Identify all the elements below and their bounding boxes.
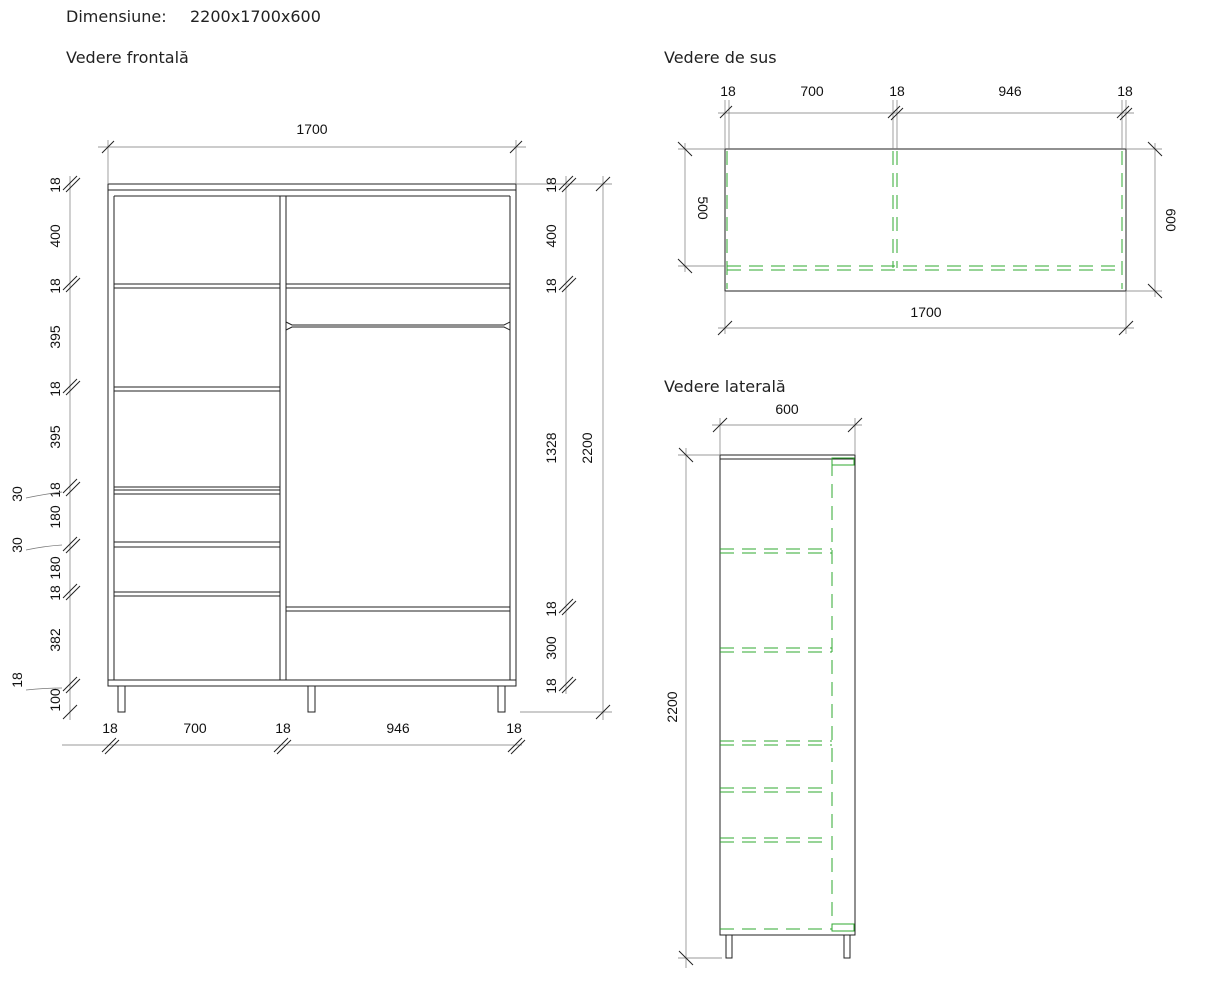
front-view-title: Vedere frontală [66, 48, 189, 67]
dimension-value: 2200x1700x600 [190, 7, 321, 26]
front-height-label: 2200 [579, 432, 595, 463]
top-view: 18 700 18 946 18 500 600 1700 [677, 83, 1179, 336]
left-callout: 30 [9, 537, 25, 553]
right-dim: 1328 [543, 432, 559, 463]
right-dim: 18 [543, 177, 559, 193]
left-dim: 100 [47, 688, 63, 712]
top-dim: 946 [998, 83, 1022, 99]
left-dim: 18 [47, 278, 63, 294]
front-view-cabinet [107, 183, 517, 713]
bottom-dim: 700 [183, 720, 207, 736]
left-dim: 395 [47, 325, 63, 349]
left-dim: 18 [47, 482, 63, 498]
top-width: 1700 [910, 304, 941, 320]
dimension-label: Dimensiune: [66, 7, 167, 26]
top-depth: 600 [1163, 208, 1179, 232]
bottom-dim: 946 [386, 720, 410, 736]
left-dim: 18 [47, 585, 63, 601]
side-depth: 600 [775, 401, 799, 417]
side-view-title: Vedere laterală [664, 377, 786, 396]
left-dim: 18 [47, 381, 63, 397]
side-height: 2200 [664, 691, 680, 722]
left-dim: 180 [47, 505, 63, 529]
bottom-dim: 18 [275, 720, 291, 736]
left-dim: 382 [47, 628, 63, 652]
top-depth-inner: 500 [695, 196, 711, 220]
side-view: 600 2200 [664, 401, 863, 968]
left-callout: 18 [9, 672, 25, 688]
right-dim: 18 [543, 278, 559, 294]
top-dim: 18 [1117, 83, 1133, 99]
right-dim: 18 [543, 678, 559, 694]
left-callout: 30 [9, 486, 25, 502]
right-dim: 18 [543, 601, 559, 617]
left-dim: 400 [47, 224, 63, 248]
top-dim: 700 [800, 83, 824, 99]
right-dim: 400 [543, 224, 559, 248]
left-dim: 18 [47, 177, 63, 193]
left-dim: 180 [47, 556, 63, 580]
bottom-dim: 18 [506, 720, 522, 736]
top-dim: 18 [720, 83, 736, 99]
right-dim: 300 [543, 636, 559, 660]
top-dim: 18 [889, 83, 905, 99]
top-view-title: Vedere de sus [664, 48, 777, 67]
front-width-label: 1700 [296, 121, 327, 137]
left-dim: 395 [47, 425, 63, 449]
front-dimensions: 1700 2200 18 400 18 395 18 395 18 180 30… [9, 121, 612, 755]
bottom-dim: 18 [102, 720, 118, 736]
